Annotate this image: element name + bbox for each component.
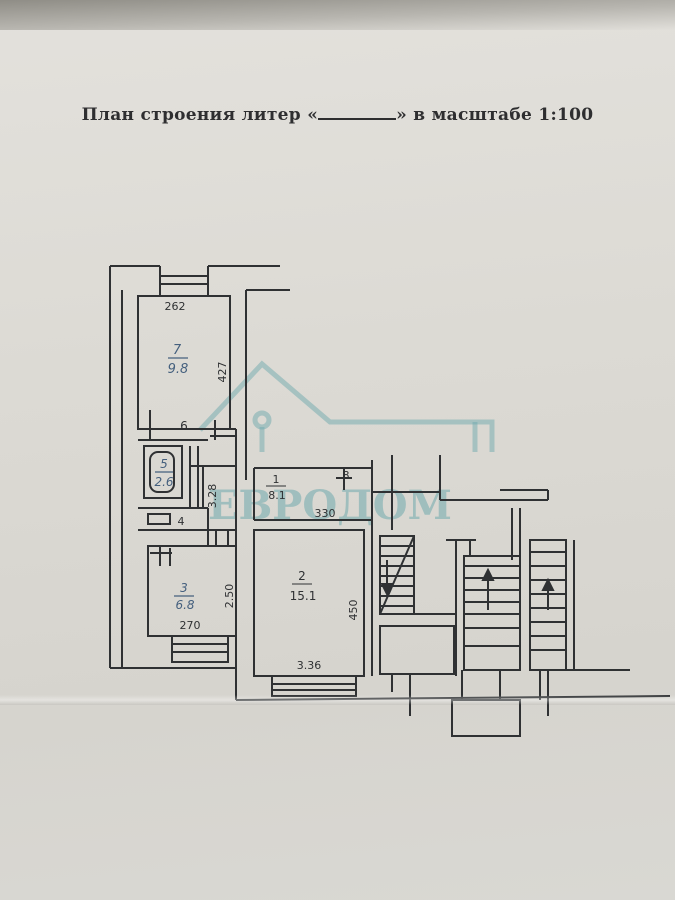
watermark-logo-icon [198, 360, 495, 452]
dimension-label: 270 [180, 619, 201, 632]
paper-top-edge [0, 0, 675, 30]
title-blank-line [318, 104, 397, 120]
room-area: 9.8 [168, 362, 189, 377]
dimension-label: 3.36 [297, 659, 322, 672]
room-number: 5 [160, 457, 168, 471]
room-area: 8.1 [268, 489, 286, 502]
room-labels: 7 9.8 6 5 2.6 4 3 6.8 1 8.1 8 2 15.1 [154, 343, 349, 612]
dimension-label: 450 [347, 600, 360, 621]
room-number: 8 [343, 469, 350, 482]
room-number: 2 [298, 569, 306, 583]
room-area: 6.8 [175, 598, 194, 612]
room-number: 1 [273, 473, 280, 486]
room-area: 15.1 [290, 589, 317, 603]
plan-title: План строения литер « » в масштабе 1:100 [0, 104, 675, 125]
room-number: 4 [178, 515, 185, 528]
room-number: 7 [173, 343, 182, 358]
stair-arrow-icon [380, 560, 555, 610]
title-suffix: » в масштабе 1:100 [396, 105, 594, 125]
plan-walls [109, 265, 671, 737]
room-area: 2.6 [154, 475, 173, 489]
paper-fold [0, 695, 675, 705]
dimension-label: 330 [315, 507, 336, 520]
dimension-label: 262 [165, 300, 186, 313]
dimension-label: 3.28 [206, 484, 219, 509]
title-prefix: План строения литер « [81, 105, 319, 125]
dimension-label: 2.50 [223, 584, 236, 609]
room-number: 6 [180, 419, 188, 433]
dimension-label: 427 [216, 362, 229, 383]
dimension-labels: 262 427 3.28 330 2.50 270 450 3.36 [165, 300, 361, 672]
watermark-text: ЕВРОДОМ [208, 482, 452, 529]
room-number: 3 [180, 581, 188, 595]
